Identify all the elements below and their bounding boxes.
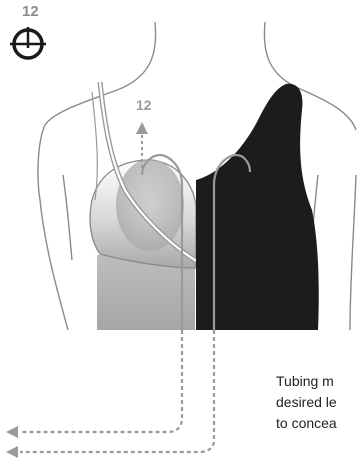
caption-line: to concea: [276, 413, 360, 434]
caption-line: desired le: [276, 392, 360, 413]
clock-icon: [10, 27, 46, 58]
caption-line: Tubing m: [276, 371, 360, 392]
clock-label: 12: [22, 3, 39, 20]
arrow-label: 12: [136, 97, 152, 113]
left-arrow-icon: [6, 426, 18, 458]
caption-text: Tubing m desired le to concea: [276, 371, 360, 434]
